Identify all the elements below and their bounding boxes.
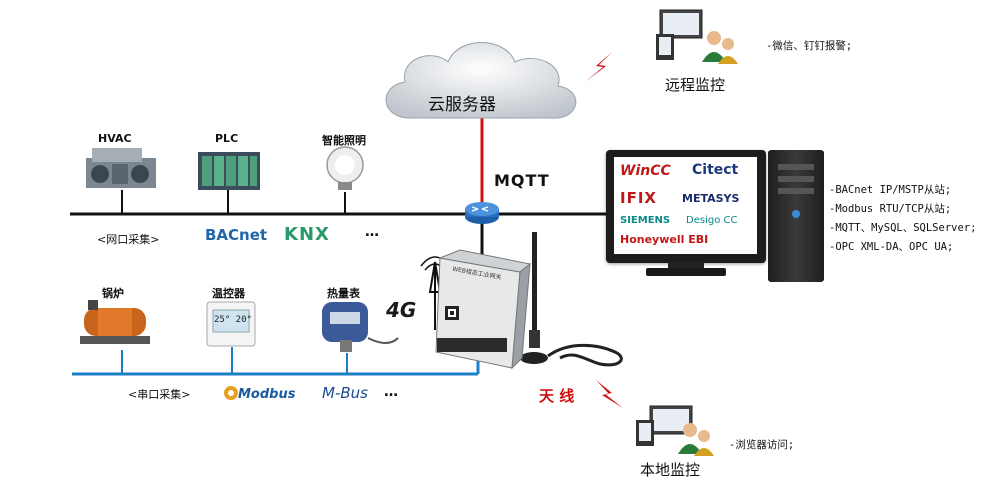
- device-hvac-label: HVAC: [98, 132, 132, 145]
- monitor-base: [646, 268, 726, 276]
- device-thermostat-label: 温控器: [212, 287, 245, 300]
- antenna-label: 天 线: [539, 387, 575, 405]
- smart-light-icon: [326, 146, 364, 190]
- ifix-logo: IFIX: [620, 189, 657, 207]
- cloud-label: 云服务器: [428, 95, 496, 115]
- mbus-logo: M-Bus: [322, 384, 368, 402]
- monitor-neck: [668, 262, 704, 270]
- plc-icon: [198, 152, 260, 190]
- thermostat-icon: [206, 301, 256, 347]
- local-monitor-icon: [636, 405, 714, 456]
- device-boiler-label: 锅炉: [102, 287, 124, 300]
- cloud-icon: [385, 42, 577, 119]
- serial-more: …: [384, 384, 400, 400]
- heat-meter-icon: [322, 302, 399, 352]
- feature-modbus: -Modbus RTU/TCP从站;: [829, 203, 952, 215]
- lightning-local-icon: [596, 380, 623, 408]
- citect-logo: Citect: [692, 162, 739, 178]
- device-light-label: 智能照明: [322, 134, 366, 147]
- gateway-device-icon: [435, 249, 532, 370]
- scada-monitor: WinCC Citect IFIX METASYS SIEMENS Desigo…: [606, 150, 766, 263]
- desigo-logo: Desigo CC: [686, 215, 738, 226]
- modbus-logo: Modbus: [238, 387, 296, 402]
- antenna-icon: [520, 232, 623, 367]
- remote-monitor-label: 远程监控: [665, 76, 726, 94]
- metasys-logo: METASYS: [682, 192, 740, 205]
- knx-logo: KNX: [284, 224, 330, 245]
- remote-monitor-icon: [656, 9, 738, 64]
- local-monitor-note: -浏览器访问;: [729, 439, 795, 451]
- local-monitor-label: 本地监控: [640, 461, 701, 479]
- mqtt-label: MQTT: [494, 171, 550, 190]
- feature-opc: -OPC XML-DA、OPC UA;: [829, 241, 954, 253]
- thermostat-reading: 25° 20°: [214, 315, 252, 325]
- cellular-label: 4G: [386, 298, 417, 322]
- feature-bacnet: -BACnet IP/MSTP从站;: [829, 184, 952, 196]
- boiler-icon: [80, 300, 150, 344]
- siemens-logo: SIEMENS: [620, 215, 671, 226]
- honeywell-logo: Honeywell EBI: [620, 233, 709, 246]
- hvac-unit-icon: [86, 148, 156, 188]
- lightning-remote-icon: [585, 52, 612, 82]
- device-plc-label: PLC: [215, 132, 239, 145]
- scada-screen: WinCC Citect IFIX METASYS SIEMENS Desigo…: [614, 157, 757, 254]
- modbus-gear-icon: [224, 386, 238, 400]
- wincc-logo: WinCC: [620, 163, 671, 179]
- feature-mqtt: -MQTT、MySQL、SQLServer;: [829, 222, 977, 234]
- ethernet-more: …: [365, 224, 381, 240]
- router-icon: [465, 202, 499, 224]
- device-meter-label: 热量表: [327, 287, 360, 300]
- server-tower: [768, 150, 824, 282]
- bacnet-logo: BACnet: [205, 226, 268, 244]
- ethernet-group-label: <网口采集>: [97, 233, 160, 246]
- serial-group-label: <串口采集>: [128, 388, 191, 401]
- remote-monitor-note: -微信、钉钉报警;: [766, 40, 853, 52]
